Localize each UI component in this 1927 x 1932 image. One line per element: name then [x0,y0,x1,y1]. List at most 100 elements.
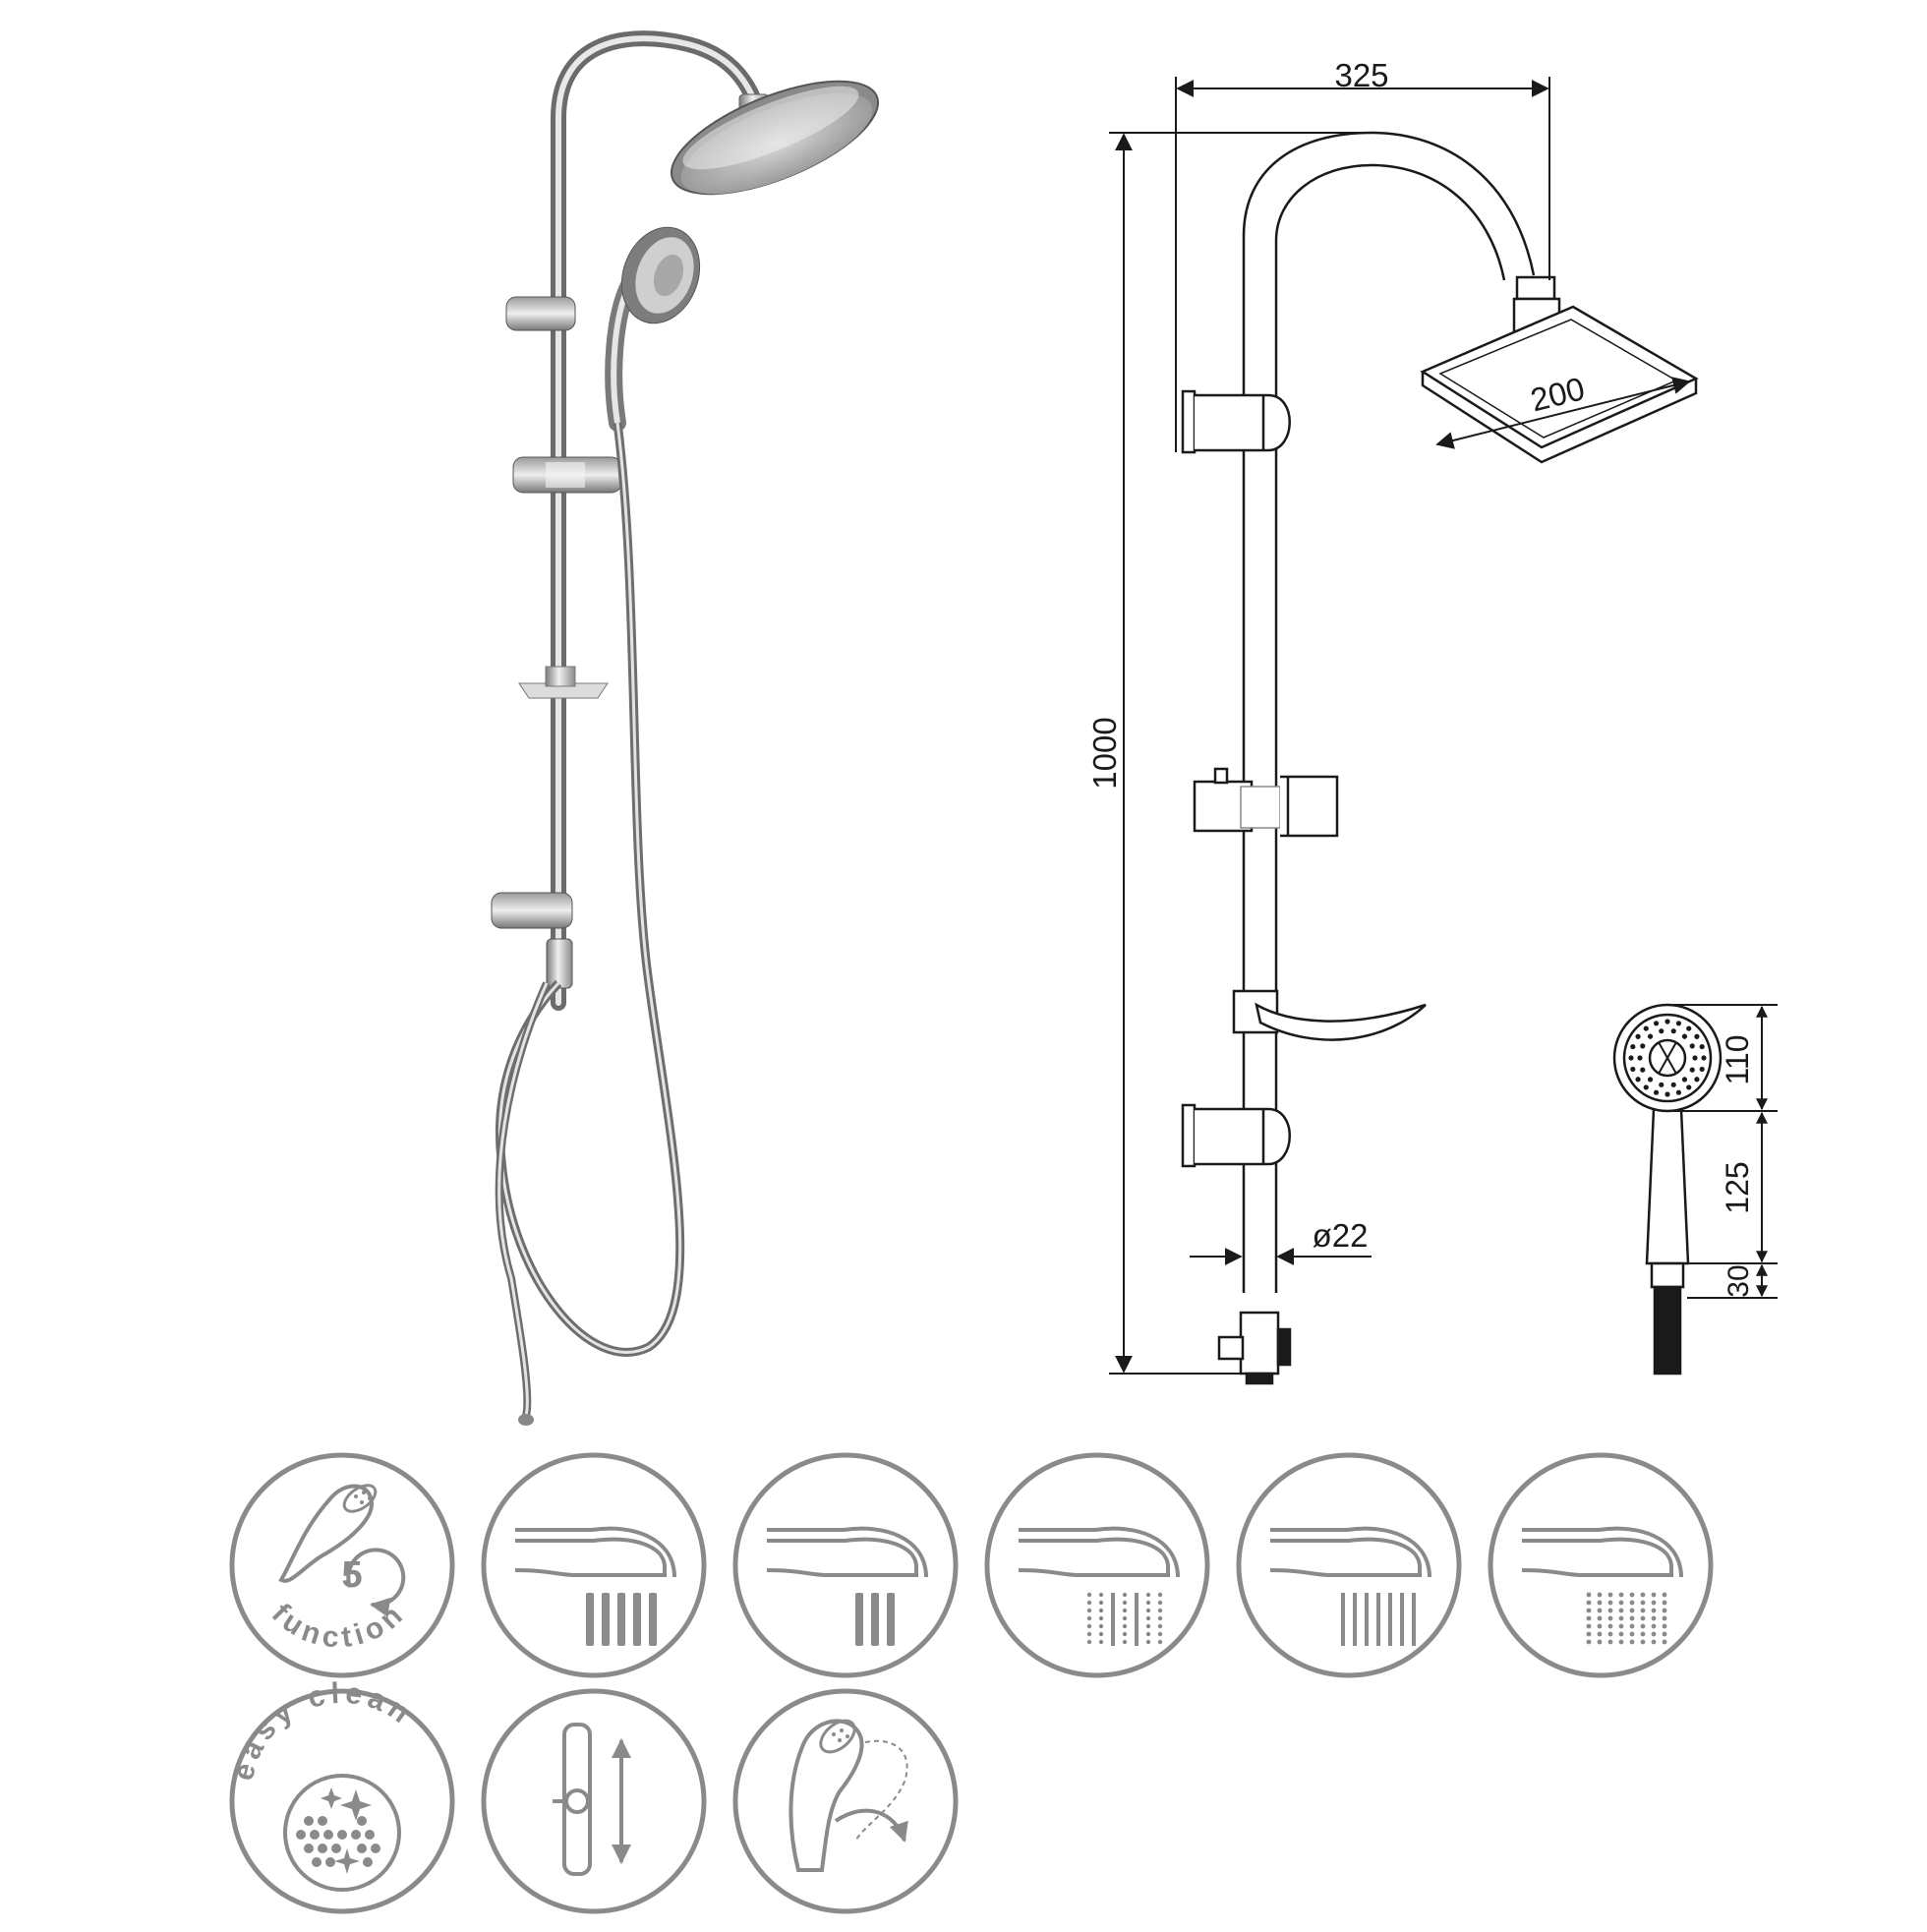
spray-mode-1-icon [481,1452,707,1678]
spray-dot [1662,1639,1667,1645]
spray-dot [1607,1623,1613,1629]
technical-drawing [1181,131,1699,1385]
spray-dot [1086,1631,1092,1637]
spray-dot [1618,1623,1624,1629]
lower-holder-photo [491,892,573,929]
spray-mode-2-icon [732,1452,959,1678]
spray-dot [1629,1592,1635,1598]
spray-dot [1597,1592,1603,1598]
hand-shower-photo [605,226,701,432]
spray-dot [1651,1592,1657,1598]
dim-line-200 [1435,377,1691,449]
spray-dot [1664,1019,1670,1025]
shower-set-photo [491,30,880,1426]
spray-dot [1122,1600,1128,1606]
spray-dot [1694,1033,1700,1039]
spray-dot [1145,1631,1151,1637]
spray-dot [1651,1608,1657,1613]
upper-holder-photo [505,296,576,331]
spray-dot [1086,1639,1092,1645]
spray-dot [1098,1639,1104,1645]
spray-dot [1670,1028,1676,1034]
spray-dot [1597,1608,1603,1613]
spray-dot [1640,1067,1646,1073]
spray-dot [1640,1639,1646,1645]
spray-dot [318,1816,327,1826]
spray-dot [1122,1623,1128,1629]
spray-dot [1586,1615,1592,1621]
spray-dot [337,1830,347,1840]
spray-dot [1157,1623,1163,1629]
spray-dot [1675,1021,1682,1026]
spray-dot [1122,1631,1128,1637]
spray-dot [1640,1592,1646,1598]
spray-dot [1640,1043,1646,1049]
spray-dot [312,1857,321,1867]
dim-label-110: 110 [1720,1034,1755,1084]
spray-dot [1651,1639,1657,1645]
spray-dot [1157,1639,1163,1645]
spray-dot [1145,1592,1151,1598]
function-label: function [265,1596,412,1654]
spray-dot [1628,1055,1634,1061]
hand-shower-nozzles [1628,1019,1707,1097]
spray-dot [1157,1615,1163,1621]
spray-dot [1586,1639,1592,1645]
spray-dot [1157,1608,1163,1613]
spray-dot [1086,1608,1092,1613]
lower-bracket-outline [1181,1103,1197,1168]
spray-dot [1597,1631,1603,1637]
spray-dot [1643,1084,1649,1090]
spray-dot [1157,1592,1163,1598]
spray-dot [1086,1615,1092,1621]
spray-dot [1618,1592,1624,1598]
spray-mode-3-icon [984,1452,1210,1678]
dim-label-125: 125 [1720,1161,1755,1213]
spray-dot [1701,1055,1707,1061]
height-adjust-icon [481,1688,707,1914]
spray-mode-5-icon [1488,1452,1714,1678]
spray-dot [1694,1077,1700,1083]
spray-dot [1647,1033,1654,1039]
spray-dot [357,1816,367,1826]
spray-dot [325,1857,335,1867]
spray-dot [1640,1623,1646,1629]
spray-dot [1640,1631,1646,1637]
spray-dot [1586,1600,1592,1606]
spray-dot [1630,1066,1636,1073]
spray-dot [1662,1623,1667,1629]
spray-dot [1607,1608,1613,1613]
spray-dot [357,1844,367,1853]
easy-clean-icon: easy clean [227,1677,455,1914]
spray-dot [1122,1639,1128,1645]
spray-dot [1597,1639,1603,1645]
spray-dot [1662,1631,1667,1637]
spray-dot [1640,1600,1646,1606]
spray-dot [331,1844,341,1853]
feature-icons: 5 function [227,1452,1714,1914]
spray-dot [1640,1608,1646,1613]
spray-dot [1586,1631,1592,1637]
dimension-lines [1109,77,1691,1375]
upper-bracket-outline [1181,389,1197,454]
spray-dot [1651,1600,1657,1606]
outlet-outline [1239,1311,1280,1376]
spray-dot [1686,1025,1692,1031]
spray-mode-4-icon [1236,1452,1462,1678]
spray-dot [304,1844,314,1853]
easy-clean-label: easy clean [227,1677,420,1784]
spray-dot [1586,1623,1592,1629]
spray-dot [1145,1639,1151,1645]
spray-dot [1681,1033,1688,1039]
spray-dot [1098,1623,1104,1629]
spray-dot [1681,1077,1688,1083]
spray-dot [1122,1592,1128,1598]
spray-dot [1651,1631,1657,1637]
spray-bar [1111,1593,1115,1646]
spray-dot [1699,1066,1705,1073]
spray-dot [1597,1623,1603,1629]
spray-dot [1618,1631,1624,1637]
spray-dot [1122,1608,1128,1613]
spray-dot [1086,1600,1092,1606]
